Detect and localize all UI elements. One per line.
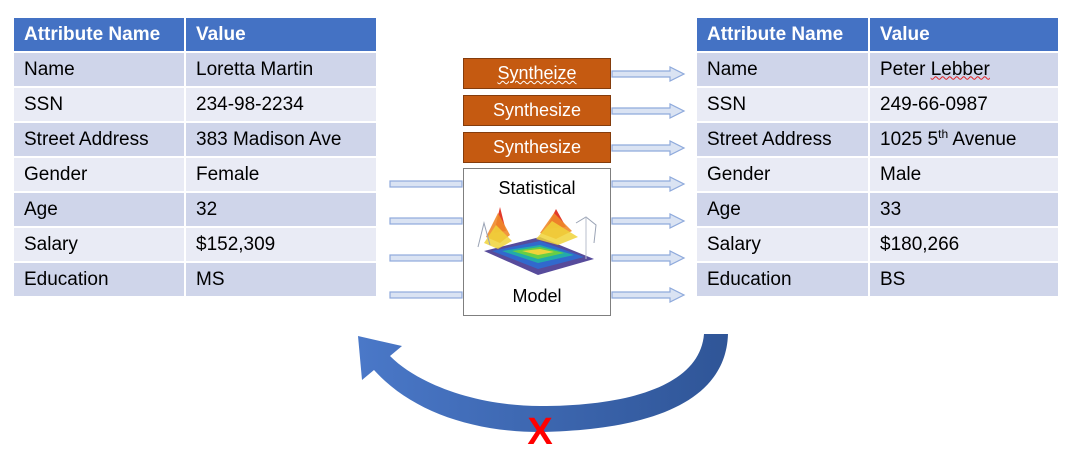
attribute-cell: SSN [697,88,870,123]
street-name-text: Avenue [948,128,1017,150]
table-row: SSN 249-66-0987 [697,88,1058,123]
value-cell: 32 [186,193,376,228]
value-cell: Female [186,158,376,193]
value-cell: MS [186,263,376,298]
synthesize-label: Syntheize [497,63,577,83]
header-value: Value [186,18,376,53]
statistical-model-box: Statistical Model [463,168,611,316]
value-cell: Male [870,158,1058,193]
attribute-cell: Salary [14,228,186,263]
value-cell: 1025 5th Avenue [870,123,1058,158]
first-name-text: Peter [880,58,926,80]
input-bar-education [389,291,463,299]
header-value: Value [870,18,1058,53]
original-record-table: Attribute Name Value Name Loretta Martin… [14,18,376,298]
attribute-cell: Age [697,193,870,228]
arrow-icon [611,66,686,82]
table-row: Age 33 [697,193,1058,228]
ordinal-suffix-text: th [938,126,949,141]
arrow-icon [611,287,686,303]
value-cell: 383 Madison Ave [186,123,376,158]
table-row: Age 32 [14,193,376,228]
input-bar-salary [389,254,463,262]
table-row: Name Loretta Martin [14,53,376,88]
attribute-cell: Street Address [697,123,870,158]
no-reverse-x-mark: X [527,411,553,453]
attribute-cell: SSN [14,88,186,123]
table-row: Street Address 383 Madison Ave [14,123,376,158]
attribute-cell: Name [697,53,870,88]
table-row: SSN 234-98-2234 [14,88,376,123]
attribute-cell: Education [14,263,186,298]
arrow-icon [611,176,686,192]
value-cell: Loretta Martin [186,53,376,88]
input-bar-age [389,217,463,225]
value-cell: 33 [870,193,1058,228]
table-row: Salary $180,266 [697,228,1058,263]
attribute-cell: Age [14,193,186,228]
model-title-bottom: Model [512,286,562,306]
model-title-top: Statistical [498,178,576,198]
value-cell: 249-66-0987 [870,88,1058,123]
attribute-cell: Street Address [14,123,186,158]
value-cell: $180,266 [870,228,1058,263]
table-row: Street Address 1025 5th Avenue [697,123,1058,158]
table-header-row: Attribute Name Value [14,18,376,53]
arrow-icon [611,103,686,119]
attribute-cell: Gender [14,158,186,193]
table-row: Education BS [697,263,1058,298]
distribution-surface-icon [477,207,597,275]
header-attribute-name: Attribute Name [697,18,870,53]
table-row: Name Peter Lebber [697,53,1058,88]
attribute-cell: Gender [697,158,870,193]
value-cell: $152,309 [186,228,376,263]
synthesize-box-ssn: Synthesize [463,95,611,126]
last-name-text: Lebber [930,58,990,80]
table-row: Salary $152,309 [14,228,376,263]
arrow-icon [611,250,686,266]
arrow-icon [611,140,686,156]
attribute-cell: Education [697,263,870,298]
input-bar-gender [389,180,463,188]
synthesize-box-address: Synthesize [463,132,611,163]
street-number-text: 1025 5 [880,128,939,150]
value-cell: 234-98-2234 [186,88,376,123]
table-row: Gender Male [697,158,1058,193]
value-cell: Peter Lebber [870,53,1058,88]
attribute-cell: Name [14,53,186,88]
attribute-cell: Salary [697,228,870,263]
table-header-row: Attribute Name Value [697,18,1058,53]
value-cell: BS [870,263,1058,298]
synthesize-box-name: Syntheize [463,58,611,89]
table-row: Education MS [14,263,376,298]
curved-arrow-icon [358,334,728,432]
table-row: Gender Female [14,158,376,193]
arrow-icon [611,213,686,229]
synthetic-record-table: Attribute Name Value Name Peter Lebber S… [697,18,1058,298]
header-attribute-name: Attribute Name [14,18,186,53]
